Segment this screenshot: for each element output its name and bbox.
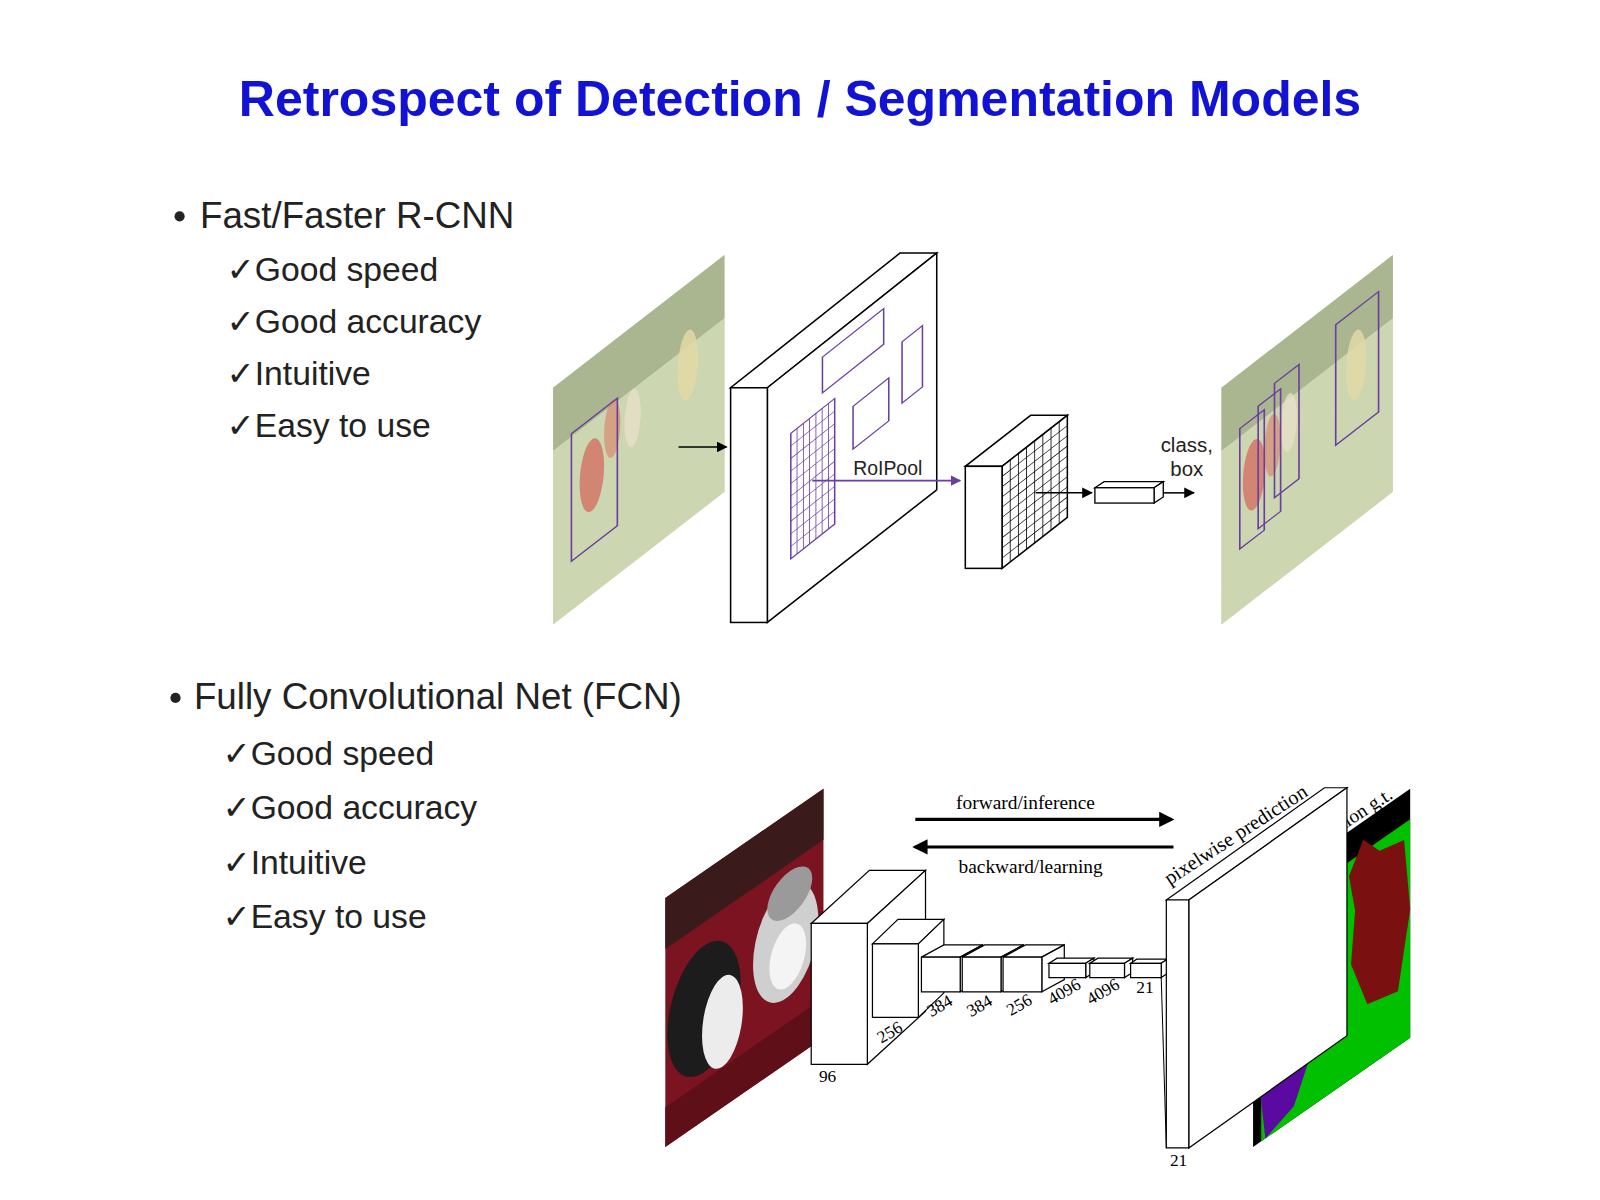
block-face: [867, 870, 925, 1064]
fc-layer: [1095, 482, 1163, 488]
block-outline: [1166, 788, 1347, 1148]
block-face: [1049, 963, 1086, 977]
check-item: ✓Intuitive: [222, 843, 366, 882]
pass-label: forward/inference: [956, 792, 1095, 814]
pass-label: backward/learning: [958, 855, 1102, 877]
roi-boxes: [853, 378, 889, 449]
bullet-dot: [174, 211, 184, 221]
pass-arrows: [915, 819, 1173, 847]
channel-count: 96: [819, 1067, 836, 1087]
operation-label: RoIPool: [853, 457, 922, 479]
fc-layer: [1154, 482, 1163, 503]
soccer-image: [553, 255, 724, 624]
detection-image: [1274, 364, 1298, 497]
cat-dog-image: [767, 856, 812, 932]
slide-title: Retrospect of Detection / Segmentation M…: [239, 70, 1361, 127]
layer-block: pixelwise prediction21: [1166, 788, 1347, 1148]
detection-image: [1240, 292, 1379, 549]
pass-arrows: [915, 818, 1171, 821]
pooled-feature: [965, 415, 1067, 568]
check-item: ✓Good accuracy: [227, 302, 482, 341]
block-face: [1166, 900, 1188, 1148]
cat-dog-image: [665, 789, 823, 1147]
soccer-image: [678, 323, 698, 408]
feature-map: [731, 253, 937, 622]
segmentation-image: [1349, 807, 1410, 1025]
layer-links: [867, 900, 1188, 1148]
soccer-image: [553, 255, 724, 624]
input-arrow: [679, 446, 727, 447]
channel-count: 384: [963, 991, 996, 1021]
detection-image: [1243, 431, 1265, 518]
check-item: ✓Good speed: [227, 250, 439, 289]
roi-boxes: [791, 278, 923, 559]
soccer-image: [553, 318, 724, 624]
check-item: ✓Easy to use: [222, 897, 426, 936]
feature-map: [731, 388, 768, 623]
feature-map: [767, 253, 936, 622]
fc-layer: [1095, 482, 1163, 503]
channel-count: 256: [1003, 990, 1036, 1020]
fc-arrow: [1163, 492, 1194, 494]
detection-image: [1346, 323, 1366, 408]
layer-block: 4096: [1049, 958, 1094, 977]
layer-links: [1161, 978, 1166, 1148]
detection-image: [1336, 292, 1379, 446]
pooled-feature: [1002, 415, 1067, 568]
check-item: ✓Easy to use: [227, 406, 431, 445]
block-face: [1090, 963, 1125, 977]
bullet-dot: [170, 693, 180, 703]
cat-dog-image: [665, 998, 823, 1147]
channel-count: 4096: [1083, 975, 1123, 1010]
roi-boxes: [902, 326, 922, 403]
layer-block: 21: [1131, 959, 1168, 977]
detection-image: [1221, 318, 1392, 624]
soccer-image: [580, 430, 604, 520]
check-item: ✓Good speed: [222, 735, 434, 774]
input-arrow: [679, 446, 727, 448]
check-item: ✓Intuitive: [227, 354, 371, 393]
cat-dog-image: [769, 913, 806, 1000]
bullet-heading: Fast/Faster R-CNN: [200, 194, 514, 236]
bullet-heading: Fully Convolutional Net (FCN): [194, 676, 682, 718]
block-face: [1131, 963, 1162, 977]
soccer-image: [571, 398, 617, 561]
detection-image: [1281, 387, 1297, 457]
cat-dog-image: [665, 789, 823, 1147]
roi-boxes: [791, 398, 835, 558]
roi-boxes: [822, 309, 883, 393]
detection-image: [1258, 389, 1280, 529]
bullet-dot: [170, 211, 184, 703]
fc-arrow: [1036, 492, 1092, 494]
pooled-grid: [1002, 415, 1067, 568]
pooled-feature: [965, 466, 1002, 568]
block-face: [1003, 957, 1042, 992]
pass-arrows: [915, 845, 1173, 848]
block-face: [962, 957, 1001, 992]
detection-image: [1240, 410, 1264, 549]
block-outline: [1131, 959, 1168, 977]
block-face: [921, 957, 960, 992]
block-face: [811, 923, 867, 1064]
output-label: class, box: [1151, 434, 1222, 481]
detection-image: [1221, 255, 1392, 624]
pooled-grid: [1002, 415, 1067, 568]
roi-boxes: [791, 398, 835, 558]
detection-image: [1221, 255, 1392, 624]
roipool-arrow: [812, 480, 960, 481]
check-item: ✓Good accuracy: [222, 789, 477, 828]
layer-block: 4096: [1090, 958, 1133, 977]
detection-image: [1264, 408, 1280, 482]
soccer-image: [624, 383, 640, 453]
block-face: [872, 944, 918, 1017]
channel-count: 21: [1170, 1150, 1187, 1170]
channel-count: 21: [1136, 978, 1153, 998]
roipool-arrow: [812, 480, 960, 482]
fc-layer: [1095, 488, 1154, 503]
